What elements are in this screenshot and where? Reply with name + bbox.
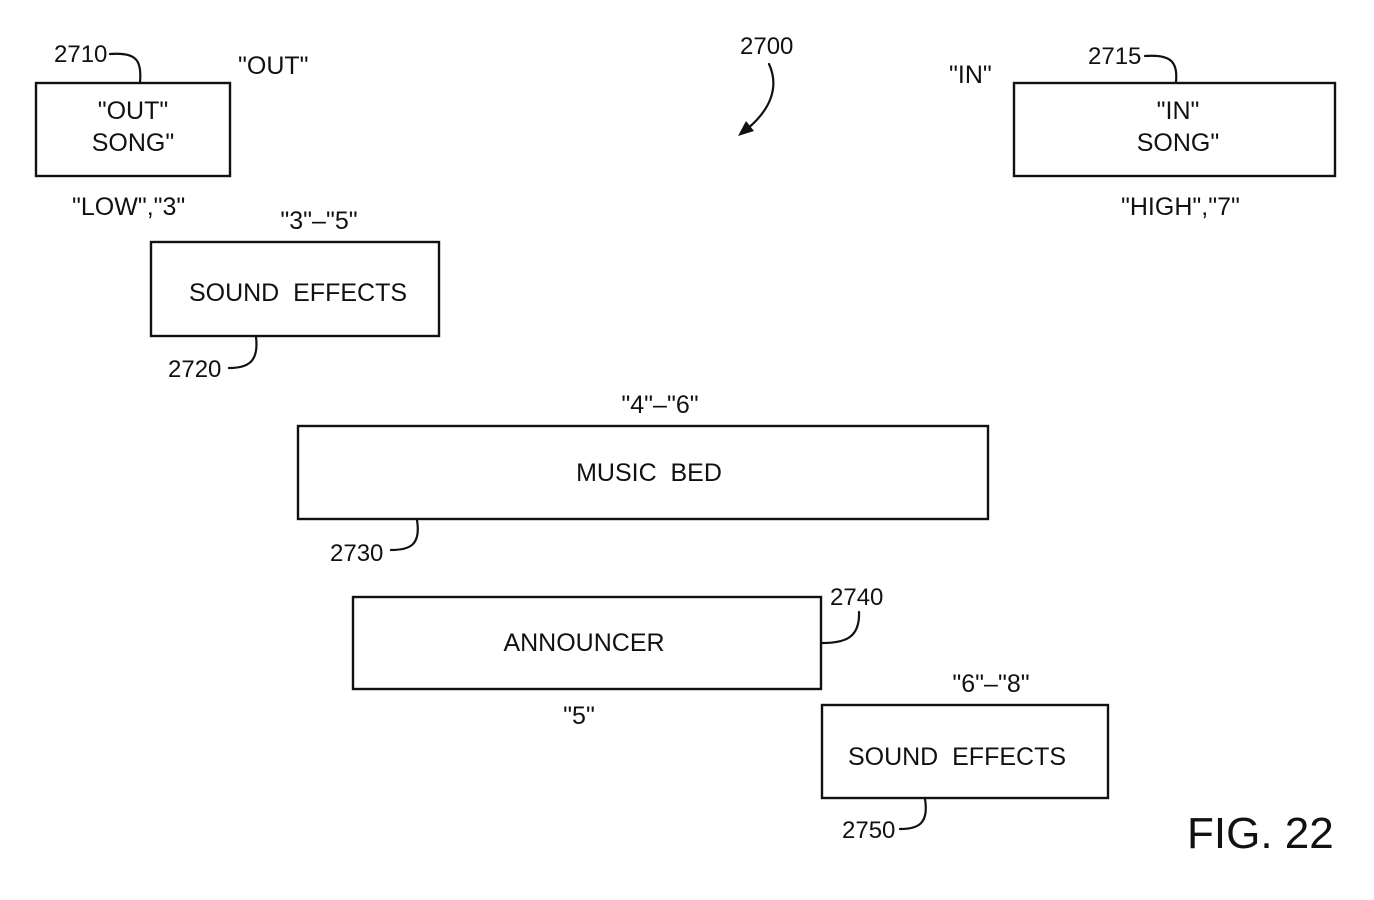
announcer-label: ANNOUNCER xyxy=(503,629,664,657)
music-bed-block: "4"–"6" MUSIC BED 2730 xyxy=(296,391,990,567)
sound-effects-2-range-label: "6"–"8" xyxy=(952,670,1029,698)
music-bed-leader-line xyxy=(389,518,419,552)
music-bed-box xyxy=(296,424,990,521)
out-song-box xyxy=(34,81,232,178)
sound-effects-1-label: SOUND EFFECTS xyxy=(189,279,407,307)
music-bed-range-label: "4"–"6" xyxy=(621,391,698,419)
sound-effects-1-range-label: "3"–"5" xyxy=(280,207,357,235)
in-song-line2: SONG" xyxy=(1137,129,1220,157)
in-song-leader-line xyxy=(1143,54,1178,84)
sound-effects-2-block: "6"–"8" SOUND EFFECTS 2750 xyxy=(820,670,1110,844)
out-song-line1: "OUT" xyxy=(98,97,169,125)
in-song-block: 2715 "IN" "IN" SONG" "HIGH","7" xyxy=(949,43,1337,221)
figure-ref-number: 2700 xyxy=(740,33,793,60)
out-song-ref-number: 2710 xyxy=(54,41,107,68)
out-song-above-label: "OUT" xyxy=(238,52,309,80)
sound-effects-1-leader-line xyxy=(227,335,258,370)
announcer-block: ANNOUNCER 2740 "5" xyxy=(351,584,883,730)
sound-effects-2-ref-number: 2750 xyxy=(842,817,895,844)
in-song-box xyxy=(1012,81,1337,178)
figure-ref-group: 2700 xyxy=(738,33,793,136)
music-bed-ref-number: 2730 xyxy=(330,540,383,567)
out-song-line2: SONG" xyxy=(92,129,175,157)
figure-caption: FIG. 22 xyxy=(1187,809,1334,858)
in-song-side-label: "IN" xyxy=(949,61,992,89)
in-song-ref-number: 2715 xyxy=(1088,43,1141,70)
sound-effects-2-leader-line xyxy=(898,797,927,831)
music-bed-label: MUSIC BED xyxy=(576,459,722,487)
sound-effects-1-box xyxy=(149,240,441,338)
out-song-leader-line xyxy=(108,52,142,84)
announcer-ref-number: 2740 xyxy=(830,584,883,611)
out-song-below-label: "LOW","3" xyxy=(72,193,185,221)
in-song-line1: "IN" xyxy=(1157,97,1200,125)
in-song-below-label: "HIGH","7" xyxy=(1121,193,1240,221)
sound-effects-2-label: SOUND EFFECTS xyxy=(848,743,1066,771)
sound-effects-2-box xyxy=(820,703,1110,800)
sound-effects-1-ref-number: 2720 xyxy=(168,356,221,383)
announcer-below-label: "5" xyxy=(563,702,595,730)
sound-effects-1-block: "3"–"5" SOUND EFFECTS 2720 xyxy=(149,207,441,383)
figure-ref-arrowhead xyxy=(738,121,754,136)
out-song-block: 2710 "OUT" "OUT" SONG" "LOW","3" xyxy=(34,41,309,221)
announcer-leader-line xyxy=(820,610,861,645)
